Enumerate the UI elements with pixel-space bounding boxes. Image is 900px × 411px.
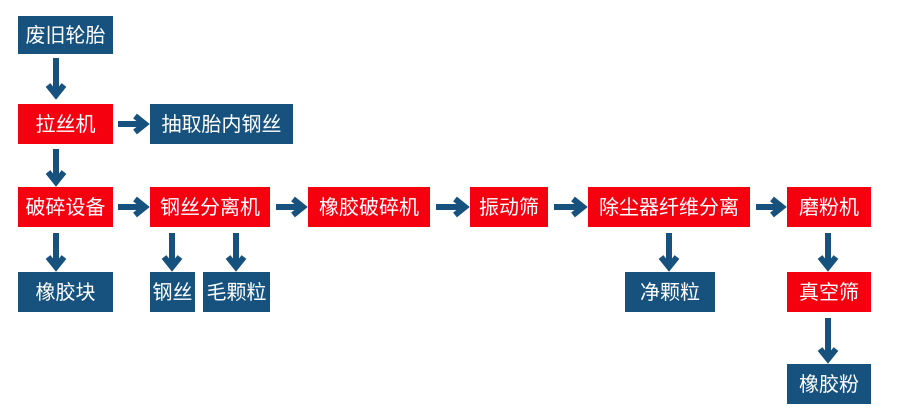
node-n13[interactable]: 净颗粒 xyxy=(625,272,715,312)
arrow-down-a9 xyxy=(45,233,67,272)
node-n2[interactable]: 拉丝机 xyxy=(18,104,113,144)
node-n8[interactable]: 除尘器纤维分离 xyxy=(588,187,750,227)
arrow-right-a5 xyxy=(276,196,308,218)
node-label: 废旧轮胎 xyxy=(25,23,106,47)
node-label: 抽取胎内钢丝 xyxy=(161,112,282,136)
arrow-down-a10 xyxy=(161,233,183,272)
arrow-right-a7 xyxy=(554,196,588,218)
node-label: 拉丝机 xyxy=(35,112,96,136)
arrow-down-a11 xyxy=(225,233,247,272)
node-n14[interactable]: 真空筛 xyxy=(787,272,871,312)
node-n4[interactable]: 破碎设备 xyxy=(18,187,113,227)
node-n5[interactable]: 钢丝分离机 xyxy=(150,187,270,227)
node-label: 橡胶块 xyxy=(35,280,96,304)
node-label: 真空筛 xyxy=(799,280,859,304)
arrow-right-a4 xyxy=(118,196,150,218)
node-n15[interactable]: 橡胶粉 xyxy=(787,364,871,404)
node-n7[interactable]: 振动筛 xyxy=(470,187,548,227)
node-label: 净颗粒 xyxy=(640,280,700,304)
node-n3[interactable]: 抽取胎内钢丝 xyxy=(150,104,293,144)
node-n1[interactable]: 废旧轮胎 xyxy=(18,16,113,54)
node-n10[interactable]: 橡胶块 xyxy=(18,272,113,312)
arrow-right-a6 xyxy=(436,196,470,218)
node-n12[interactable]: 毛颗粒 xyxy=(203,272,270,312)
node-label: 橡胶粉 xyxy=(799,372,859,396)
arrow-right-a2 xyxy=(118,113,150,135)
node-label: 磨粉机 xyxy=(799,195,859,219)
node-n9[interactable]: 磨粉机 xyxy=(787,187,871,227)
node-label: 橡胶破碎机 xyxy=(319,195,419,219)
arrow-down-a1 xyxy=(45,58,67,100)
arrow-right-a8 xyxy=(756,196,787,218)
node-label: 钢丝 xyxy=(152,280,193,304)
node-label: 振动筛 xyxy=(479,195,539,219)
arrow-down-a12 xyxy=(658,233,680,272)
arrow-down-a14 xyxy=(817,318,839,364)
node-label: 毛颗粒 xyxy=(206,280,267,304)
node-label: 钢丝分离机 xyxy=(160,195,260,219)
arrow-down-a3 xyxy=(45,149,67,187)
node-label: 除尘器纤维分离 xyxy=(599,195,739,219)
node-label: 破碎设备 xyxy=(25,195,106,219)
node-n6[interactable]: 橡胶破碎机 xyxy=(308,187,430,227)
node-n11[interactable]: 钢丝 xyxy=(150,272,195,312)
arrow-down-a13 xyxy=(817,233,839,272)
